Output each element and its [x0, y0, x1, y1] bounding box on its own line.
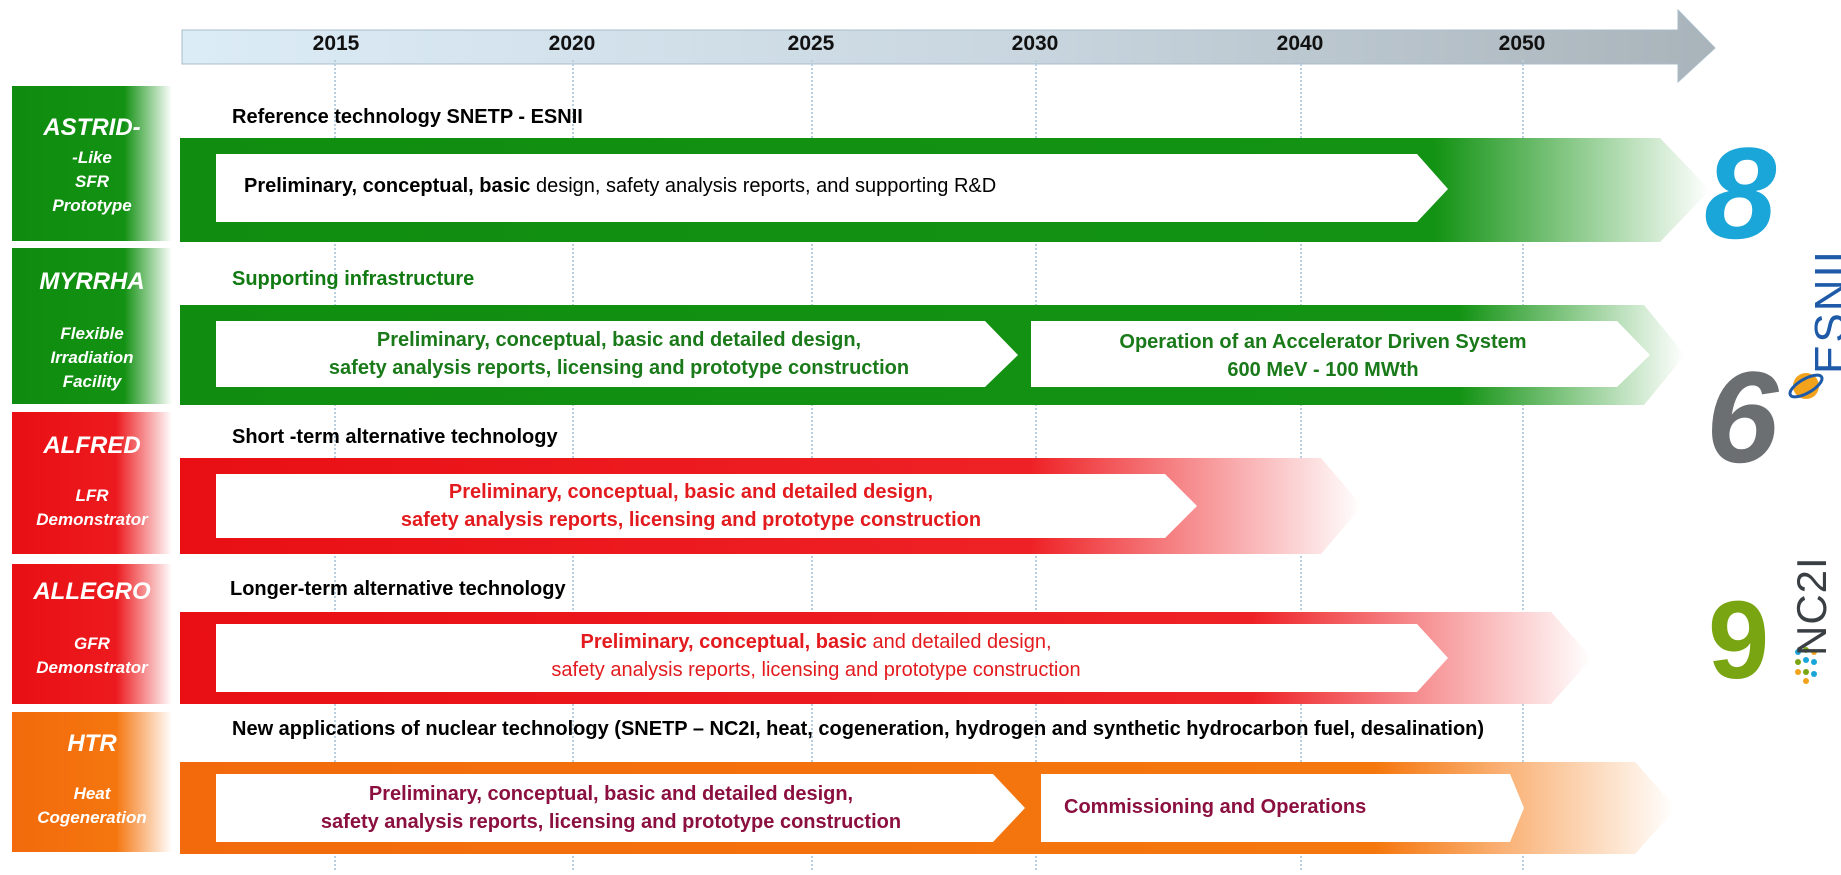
myrrha-operation-arrow — [1031, 321, 1650, 387]
astrid-bar-text: Preliminary, conceptual, basic design, s… — [244, 175, 997, 197]
myrrha-design-text: Preliminary, conceptual, basic and detai… — [328, 329, 910, 379]
year-label: 2025 — [787, 32, 835, 55]
gridline-2050 — [1522, 60, 1524, 870]
row-subtitle: Irradiation — [50, 348, 134, 367]
htr-operations-text: Commissioning and Operations — [1064, 796, 1367, 818]
astrid-inner-arrow — [216, 154, 1448, 222]
allegro-outer-arrow — [180, 612, 1592, 704]
row-subtitle: Prototype — [52, 196, 132, 215]
alfred-outer-arrow — [180, 458, 1362, 554]
astrid-outer-arrow — [180, 138, 1710, 242]
nc2i-dots-icon — [1795, 647, 1817, 684]
row-header: Supporting infrastructure — [232, 268, 475, 290]
timeline-arrow-shape — [181, 8, 1716, 84]
myrrha-design-arrow — [216, 321, 1018, 387]
alfred-inner-arrow — [216, 474, 1197, 538]
allegro-inner-arrow — [216, 624, 1448, 692]
year-label: 2030 — [1011, 32, 1059, 55]
allegro-bar-text: Preliminary, conceptual, basic and detai… — [551, 631, 1081, 681]
row-subtitle: Demonstrator — [36, 658, 148, 677]
row-name: ASTRID- — [43, 114, 141, 141]
row-name: ALLEGRO — [33, 578, 151, 605]
row-header: New applications of nuclear technology (… — [232, 718, 1485, 740]
htr-operations-arrow — [1041, 774, 1524, 842]
row-label-htr: HTR Heat Cogeneration — [12, 712, 172, 852]
row-subtitle: Flexible — [60, 324, 124, 343]
row-header: Short -term alternative technology — [232, 426, 558, 448]
row-header: Longer-term alternative technology — [230, 578, 566, 600]
row-subtitle: Cogeneration — [37, 808, 147, 827]
number-8: 8 — [1704, 120, 1777, 266]
year-label: 2050 — [1498, 32, 1546, 55]
row-label-myrrha: MYRRHA Flexible Irradiation Facility — [12, 248, 172, 404]
row-subtitle: Demonstrator — [36, 510, 148, 529]
row-name: MYRRHA — [39, 268, 145, 295]
myrrha-operation-text: Operation of an Accelerator Driven Syste… — [1119, 331, 1527, 381]
esnii-text: ESNII — [1806, 249, 1841, 374]
year-label: 2020 — [548, 32, 596, 55]
esnii-globe-icon — [1788, 373, 1824, 399]
row-subtitle: -Like — [72, 148, 112, 167]
row-header: Reference technology SNETP - ESNII — [232, 106, 583, 128]
htr-design-arrow — [216, 774, 1025, 842]
row-label-allegro: ALLEGRO GFR Demonstrator — [12, 564, 172, 704]
row-subtitle: Facility — [62, 372, 122, 391]
row-name: HTR — [67, 730, 117, 757]
year-label: 2040 — [1276, 32, 1324, 55]
row-subtitle: Heat — [73, 784, 111, 803]
number-6: 6 — [1706, 344, 1779, 490]
row-subtitle: LFR — [75, 486, 109, 505]
esnii-logo: ESNII — [1786, 218, 1841, 399]
year-label: 2015 — [312, 32, 360, 55]
row-label-alfred: ALFRED LFR Demonstrator — [12, 412, 172, 554]
nc2i-logo: NC2I — [1788, 526, 1835, 686]
timeline-arrow — [180, 8, 1720, 84]
htr-outer-arrow — [180, 762, 1676, 854]
row-subtitle: SFR — [75, 172, 109, 191]
row-label-astrid: ASTRID- -Like SFR Prototype — [12, 86, 172, 241]
row-subtitle: GFR — [74, 634, 110, 653]
nc2i-text: NC2I — [1788, 556, 1835, 656]
alfred-bar-text: Preliminary, conceptual, basic and detai… — [400, 481, 982, 531]
htr-design-text: Preliminary, conceptual, basic and detai… — [320, 783, 902, 833]
number-9: 9 — [1708, 579, 1770, 702]
row-name: ALFRED — [43, 432, 141, 459]
myrrha-outer-arrow — [180, 305, 1685, 405]
